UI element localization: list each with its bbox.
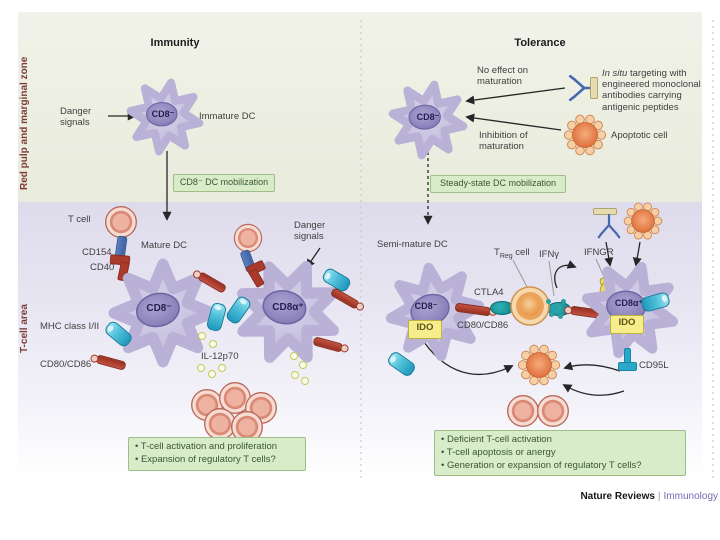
outcome-item: Generation or expansion of regulatory T … xyxy=(441,460,679,473)
il12-molecule-icon xyxy=(209,340,217,348)
semi-mature-dc-label: Semi-mature DC xyxy=(377,239,448,250)
il12-label: IL-12p70 xyxy=(201,351,239,362)
cd8a-dc-tolerance-label: CD8α⁺ xyxy=(614,298,644,308)
il12-molecule-icon xyxy=(197,364,205,372)
ifng-molecule-icon xyxy=(561,299,566,304)
il12-molecule-icon xyxy=(299,361,307,369)
ifngr-label: IFNGR xyxy=(584,247,614,258)
apoptotic-cell xyxy=(563,114,607,156)
journal-credit: Nature Reviews|Immunology xyxy=(500,491,718,502)
no-effect-label: No effect on maturation xyxy=(477,65,529,88)
inhibition-label: Inhibition of maturation xyxy=(479,130,528,153)
zone-label-red-pulp: Red pulp and marginal zone xyxy=(19,56,30,190)
cd40-label: CD40 xyxy=(90,262,115,273)
t-cell xyxy=(105,206,137,238)
ctla4-label: CTLA4 xyxy=(474,287,504,298)
outcome-item: T-cell apoptosis or anergy xyxy=(441,447,679,460)
il12-molecule-icon xyxy=(301,377,309,385)
red-pulp-zone-background xyxy=(18,12,702,202)
cd95l-receptor-icon xyxy=(618,362,637,371)
treg-t: T xyxy=(494,247,500,258)
outcome-item: T-cell activation and proliferation xyxy=(135,441,299,454)
steady-state-dc-cd8-label: CD8⁻ xyxy=(416,112,440,122)
il12-molecule-icon xyxy=(290,352,298,360)
antibody-icon xyxy=(597,214,621,239)
cd95l-label: CD95L xyxy=(639,360,669,371)
zone-label-t-cell-area: T-cell area xyxy=(19,304,30,353)
antigenic-peptide-icon xyxy=(593,208,617,215)
dc-mobilization-box: CD8⁻ DC mobilization xyxy=(173,174,275,192)
immature-dc-label: Immature DC xyxy=(199,111,256,122)
ifng-molecule-icon xyxy=(549,312,554,317)
tolerance-outcome-box: Deficient T-cell activation T-cell apopt… xyxy=(434,430,686,477)
mhc-label: MHC class I/II xyxy=(40,321,100,332)
journal-brand: Nature Reviews xyxy=(580,491,655,502)
il12-molecule-icon xyxy=(198,332,206,340)
cd8a-dc-label: CD8α⁺ xyxy=(272,302,304,313)
in-situ-rest: targeting with engineered monoclonal ant… xyxy=(602,68,701,113)
journal-name: Immunology xyxy=(663,491,718,502)
outcome-item: Expansion of regulatory T cells? xyxy=(135,454,299,467)
il12-molecule-icon xyxy=(218,364,226,372)
immature-dc-cd8-label: CD8⁻ xyxy=(151,109,175,119)
cd80-cd86-label: CD80/CD86 xyxy=(40,359,92,370)
apoptotic-cell xyxy=(517,344,561,386)
journal-separator: | xyxy=(657,491,661,502)
danger-signals-label-right: Danger signals xyxy=(294,220,326,243)
immunity-outcome-box: T-cell activation and proliferation Expa… xyxy=(128,437,306,471)
treg-cell xyxy=(510,286,550,326)
treg-rest: cell xyxy=(512,247,530,258)
ifng-molecule-icon xyxy=(554,305,559,310)
il12-molecule-icon xyxy=(291,371,299,379)
t-cell xyxy=(537,395,569,427)
t-cell-label: T cell xyxy=(68,214,91,225)
antigenic-peptide-icon xyxy=(590,77,598,99)
apoptotic-cell-label: Apoptotic cell xyxy=(611,130,668,141)
treg-sub: Reg xyxy=(499,252,513,260)
cd80-cd86-label-tolerance: CD80/CD86 xyxy=(457,320,509,331)
steady-state-mobilization-box: Steady-state DC mobilization xyxy=(430,175,566,193)
ido-box-right: IDO xyxy=(610,315,644,334)
semi-mature-dc-cd8-label: CD8⁻ xyxy=(414,301,438,311)
in-situ-targeting-label: In situ targeting with engineered monocl… xyxy=(602,68,720,113)
in-situ-italic: In situ xyxy=(602,68,628,79)
immunity-header: Immunity xyxy=(150,37,200,49)
ido-box-left: IDO xyxy=(408,320,442,339)
cd8a-dc-tolerance-cell xyxy=(579,259,681,361)
ifng-molecule-icon xyxy=(546,299,551,304)
ifng-label: IFNγ xyxy=(539,249,560,260)
mature-dc-cd8-label: CD8⁻ xyxy=(146,303,172,314)
outcome-item: Deficient T-cell activation xyxy=(441,434,679,447)
cd154-label: CD154 xyxy=(82,247,112,258)
treg-cell-label: TReg cell xyxy=(494,247,530,261)
danger-signals-label-left: Danger signals xyxy=(60,106,92,129)
tolerance-header: Tolerance xyxy=(514,37,566,49)
mature-dc-label: Mature DC xyxy=(141,240,187,251)
apoptotic-cell xyxy=(623,202,663,240)
ifng-molecule-icon xyxy=(558,314,563,319)
il12-molecule-icon xyxy=(208,370,216,378)
